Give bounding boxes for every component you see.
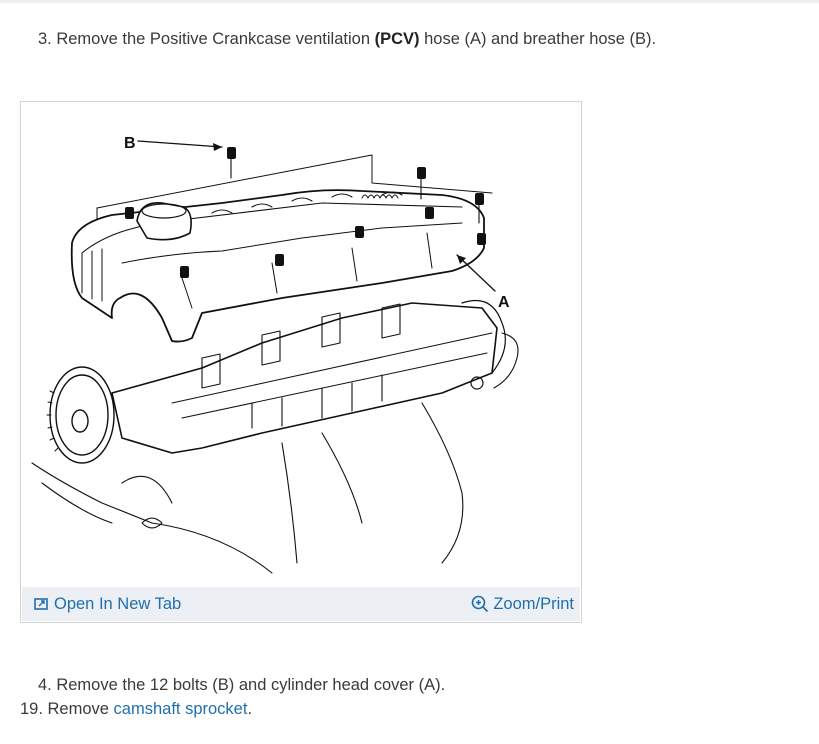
step-4-text: 4. Remove the 12 bolts (B) and cylinder … (38, 676, 446, 694)
label-b: B (124, 135, 136, 152)
step-19-text: 19. Remove camshaft sprocket. (20, 700, 252, 719)
oil-cap (136, 202, 192, 241)
open-in-new-tab-link[interactable]: Open In New Tab (34, 595, 181, 614)
camshaft-sprocket-link[interactable]: camshaft sprocket (113, 700, 248, 718)
step-3-prefix: 3. Remove the Positive Crankcase ventila… (38, 30, 375, 48)
label-a: A (498, 294, 510, 311)
open-in-new-tab-label: Open In New Tab (54, 594, 182, 613)
camshaft-sprocket (46, 366, 115, 464)
step-19-prefix: 19. Remove (20, 700, 114, 718)
step-3-suffix: hose (A) and breather hose (B). (419, 30, 657, 48)
step-19-suffix: . (247, 700, 253, 718)
zoom-in-icon (471, 595, 489, 613)
step-3-bold: (PCV) (374, 30, 420, 48)
zoom-print-label: Zoom/Print (493, 594, 574, 613)
figure-footer: Open In New Tab Zoom/Print (22, 587, 580, 621)
open-in-new-tab-icon (34, 597, 50, 611)
engine-diagram[interactable]: B A (22, 103, 580, 587)
step-3-text: 3. Remove the Positive Crankcase ventila… (38, 30, 656, 49)
top-divider (0, 0, 819, 3)
figure-container: B A Open (20, 101, 582, 623)
zoom-print-link[interactable]: Zoom/Print (471, 595, 574, 614)
